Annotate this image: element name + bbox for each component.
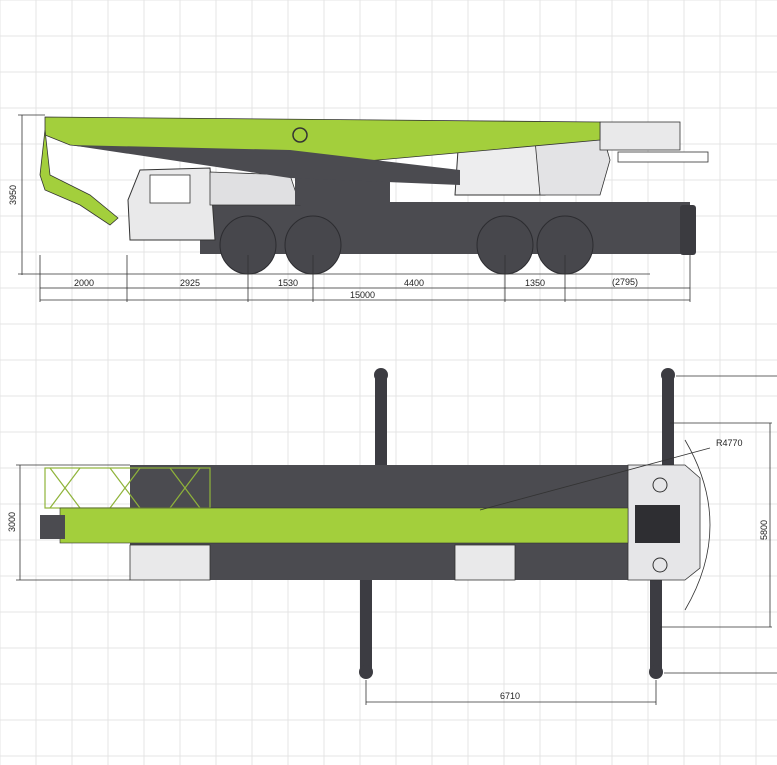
rear-bumper — [680, 205, 696, 255]
side-view: 3950 2000 2925 1530 4400 1350 (2795) 150… — [8, 114, 709, 302]
hoist-winch — [599, 121, 681, 151]
operator-cab-top — [454, 544, 516, 581]
segment-dim-4: 4400 — [404, 278, 424, 288]
wheels — [219, 215, 594, 275]
segment-dim-5: 1350 — [525, 278, 545, 288]
height-dimension: 3950 — [8, 185, 18, 205]
outrigger-span-dimension: 5800 — [759, 520, 769, 540]
chassis-frame — [200, 202, 690, 254]
segment-dim-3: 1530 — [278, 278, 298, 288]
overall-length-dimension: 15000 — [350, 290, 375, 300]
outrigger-pad-icon — [652, 477, 668, 493]
hook-block — [39, 129, 119, 226]
outrigger-longitudinal-dimension: 6710 — [500, 691, 520, 701]
boom-top — [59, 507, 629, 544]
boom-head — [40, 515, 65, 539]
segment-dim-2: 2925 — [180, 278, 200, 288]
front-cab-top — [129, 544, 211, 581]
rear-grille — [635, 505, 680, 543]
rear-rail — [617, 151, 709, 163]
width-dimension: 3000 — [7, 512, 17, 532]
swing-radius-label: R4770 — [716, 438, 743, 448]
jib-lattice-bracing — [49, 467, 201, 509]
segment-dim-6: (2795) — [612, 277, 638, 287]
segment-dim-1: 2000 — [74, 278, 94, 288]
outrigger-pad-icon — [652, 557, 668, 573]
boom-pulley-icon — [292, 127, 308, 143]
boom-underside — [70, 145, 460, 185]
cab-window — [149, 174, 191, 204]
top-view: R4770 3000 5800 6710 — [7, 368, 777, 705]
